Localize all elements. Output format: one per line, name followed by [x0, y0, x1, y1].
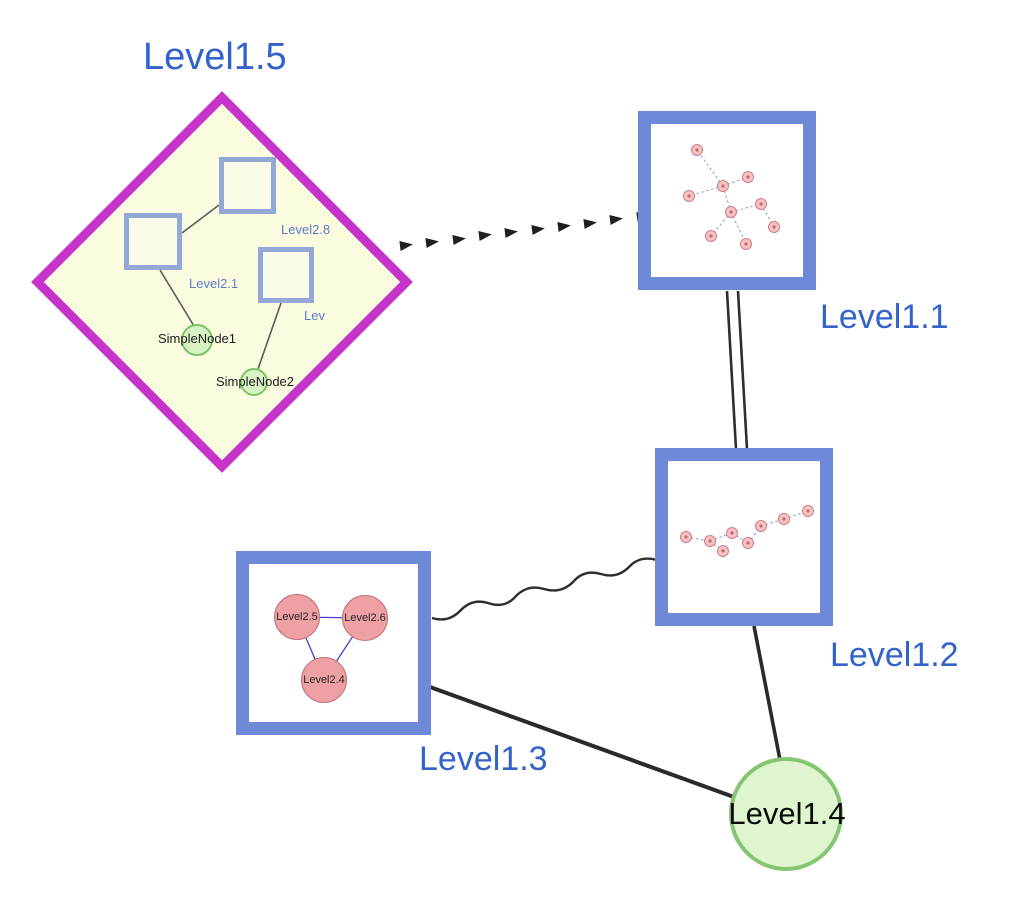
- level11-label: Level1.1: [820, 298, 949, 336]
- edge-inner-square1-square2[interactable]: [181, 204, 220, 234]
- level11-subgraph-thumbnail: [683, 144, 780, 250]
- edge-inner-square2-simplenode1[interactable]: [159, 269, 195, 327]
- node-lev-square[interactable]: [258, 247, 314, 303]
- edge-level13-level12[interactable]: [431, 557, 658, 621]
- node-level14[interactable]: [729, 757, 843, 871]
- level24-label: Level2.4: [303, 674, 345, 686]
- level13-label: Level1.3: [419, 740, 548, 778]
- edge-level15-level11[interactable]: [399, 210, 650, 251]
- node-level24[interactable]: Level2.4: [301, 657, 347, 703]
- node-level13[interactable]: Level2.5 Level2.6 Level2.4: [236, 551, 431, 735]
- level28-label: Level2.8: [281, 222, 331, 237]
- node-level11[interactable]: [638, 111, 816, 290]
- node-simplenode2[interactable]: [240, 368, 268, 396]
- lev-label: Lev: [304, 308, 325, 323]
- level14-label: Level1.4: [728, 796, 846, 831]
- edge-level12-level14[interactable]: [752, 625, 783, 766]
- simplenode2-label: SimpleNode2: [215, 374, 295, 389]
- node-level25[interactable]: Level2.5: [274, 594, 320, 640]
- node-level21-square[interactable]: [124, 213, 182, 270]
- level21-label: Level2.1: [189, 276, 239, 291]
- level12-label: Level1.2: [830, 636, 959, 674]
- edge-level13-level14[interactable]: [429, 685, 757, 807]
- level25-label: Level2.5: [276, 611, 318, 623]
- node-level26[interactable]: Level2.6: [342, 595, 388, 641]
- level12-subgraph-thumbnail: [680, 505, 814, 557]
- simplenode1-label: SimpleNode1: [157, 331, 237, 346]
- node-simplenode1[interactable]: [181, 324, 213, 356]
- edge-level11-level12[interactable]: [725, 290, 749, 450]
- edge-inner-square3-simplenode2[interactable]: [257, 302, 282, 370]
- node-level28-square[interactable]: [219, 157, 276, 214]
- level15-label: Level1.5: [143, 36, 287, 78]
- node-level12[interactable]: [655, 448, 833, 626]
- level26-label: Level2.6: [344, 612, 386, 624]
